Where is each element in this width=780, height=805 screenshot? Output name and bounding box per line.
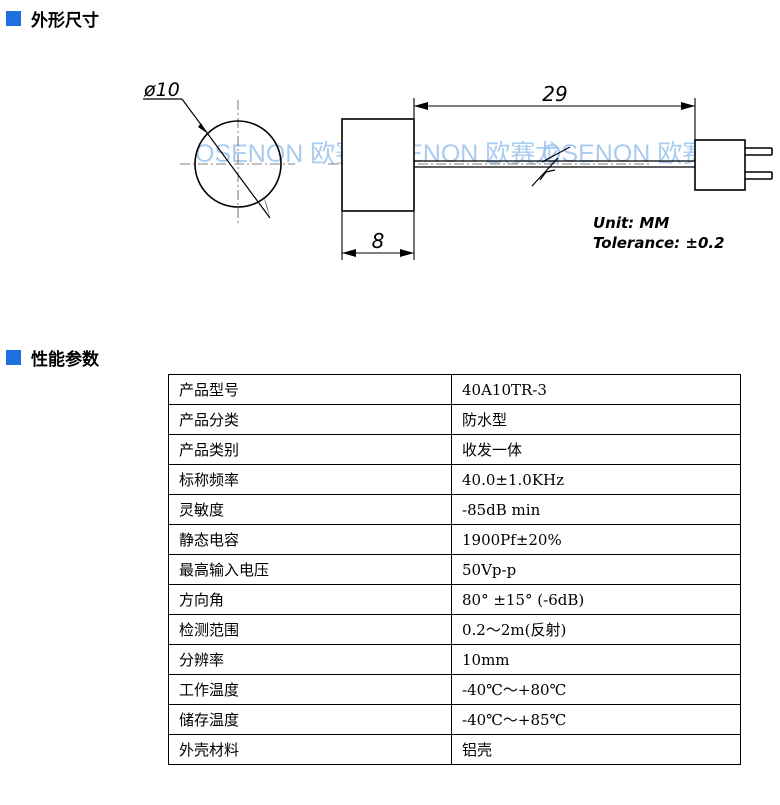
spec-value: -85dB min [451, 494, 741, 525]
spec-key: 方向角 [168, 584, 452, 615]
spec-value: 铝壳 [451, 734, 741, 765]
spec-key: 分辨率 [168, 644, 452, 675]
diameter-label: ø10 [143, 79, 180, 101]
length-label: 29 [542, 82, 567, 106]
sensor-body [341, 118, 415, 212]
spec-value: -40℃～+85℃ [451, 704, 741, 735]
width-dimension [341, 212, 415, 260]
table-row: 外壳材料铝壳 [168, 734, 741, 765]
table-row: 储存温度-40℃～+85℃ [168, 704, 741, 735]
spec-key: 产品类别 [168, 434, 452, 465]
spec-value: 防水型 [451, 404, 741, 435]
spec-key: 最高输入电压 [168, 554, 452, 585]
spec-value: 40.0±1.0KHz [451, 464, 741, 495]
spec-value: 10mm [451, 644, 741, 675]
spec-value: 40A10TR-3 [451, 374, 741, 405]
spec-value: 0.2～2m(反射) [451, 614, 741, 645]
dimensions-section-title: 外形尺寸 [31, 10, 99, 31]
spec-key: 标称频率 [168, 464, 452, 495]
spec-value: 收发一体 [451, 434, 741, 465]
spec-key: 检测范围 [168, 614, 452, 645]
table-row: 工作温度-40℃～+80℃ [168, 674, 741, 705]
spec-value: 50Vp-p [451, 554, 741, 585]
width-label: 8 [372, 229, 385, 253]
section-marker-icon [6, 349, 21, 365]
spec-key: 工作温度 [168, 674, 452, 705]
cable [414, 146, 695, 187]
spec-key: 外壳材料 [168, 734, 452, 765]
dimensions-section-header: 外形尺寸 [6, 7, 99, 31]
connector [694, 139, 773, 191]
tolerance-note: Tolerance: ±0.2 [593, 234, 725, 252]
diameter-leader [143, 98, 271, 219]
dimension-drawing: OSENON 欧赛龙 OSENON 欧赛龙 OSENON 欧赛龙 ø10 [143, 79, 773, 260]
performance-section-header: 性能参数 [6, 346, 99, 370]
spec-key: 静态电容 [168, 524, 452, 555]
spec-value: 80° ±15° (-6dB) [451, 584, 741, 615]
spec-key: 灵敏度 [168, 494, 452, 525]
spec-key: 产品分类 [168, 404, 452, 435]
length-dimension [413, 98, 696, 140]
spec-key: 产品型号 [168, 374, 452, 405]
spec-key: 储存温度 [168, 704, 452, 735]
table-row: 产品类别收发一体 [168, 434, 741, 465]
section-marker-icon [6, 10, 21, 26]
table-row: 灵敏度-85dB min [168, 494, 741, 525]
table-row: 产品分类防水型 [168, 404, 741, 435]
spec-value: -40℃～+80℃ [451, 674, 741, 705]
unit-note: Unit: MM [593, 214, 669, 232]
front-view-circle [194, 120, 282, 208]
performance-section-title: 性能参数 [31, 349, 99, 370]
spec-value: 1900Pf±20% [451, 524, 741, 555]
